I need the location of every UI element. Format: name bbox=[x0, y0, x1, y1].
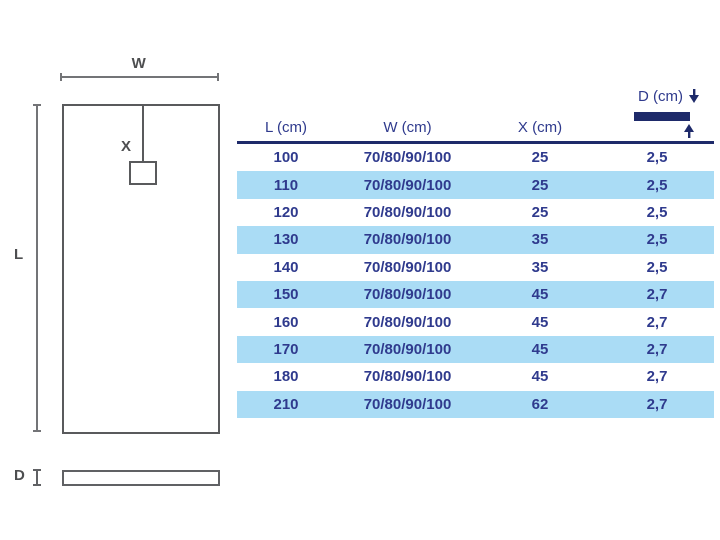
arrow-up-icon bbox=[684, 124, 694, 138]
cell-x: 45 bbox=[531, 286, 549, 304]
header-length: L (cm) bbox=[265, 119, 307, 136]
cell-x: 45 bbox=[531, 340, 549, 358]
depth-dimension-label: D bbox=[14, 467, 26, 484]
tray-top-view bbox=[62, 104, 220, 434]
length-tick-bottom bbox=[33, 430, 41, 432]
table-row: 170 70/80/90/100 45 2,7 bbox=[237, 335, 714, 364]
cell-x: 25 bbox=[531, 203, 549, 221]
cell-d: 2,7 bbox=[646, 368, 668, 386]
depth-dimension-tick bbox=[33, 469, 41, 486]
cell-w: 70/80/90/100 bbox=[363, 286, 452, 304]
width-tick-right bbox=[217, 73, 219, 81]
cell-d: 2,7 bbox=[646, 286, 668, 304]
cell-x: 35 bbox=[531, 258, 549, 276]
cell-w: 70/80/90/100 bbox=[363, 231, 452, 249]
drain-offset-line bbox=[142, 106, 144, 172]
length-dimension-line bbox=[36, 105, 38, 432]
table-row: 100 70/80/90/100 25 2,5 bbox=[237, 144, 714, 171]
cell-l: 110 bbox=[273, 176, 299, 194]
width-dimension-line bbox=[60, 76, 219, 78]
cell-w: 70/80/90/100 bbox=[363, 313, 452, 331]
cell-x: 45 bbox=[531, 313, 549, 331]
header-depth-spacer bbox=[600, 114, 714, 141]
header-underline bbox=[237, 141, 714, 144]
cell-l: 130 bbox=[273, 231, 299, 249]
tray-side-view bbox=[62, 470, 220, 486]
cell-l: 140 bbox=[273, 258, 299, 276]
cell-w: 70/80/90/100 bbox=[363, 176, 452, 194]
arrow-down-icon bbox=[689, 89, 699, 103]
depth-column-header: D (cm) bbox=[638, 88, 700, 105]
cell-w: 70/80/90/100 bbox=[363, 258, 452, 276]
cell-l: 210 bbox=[273, 395, 299, 413]
cell-x: 45 bbox=[531, 368, 549, 386]
header-width: W (cm) bbox=[383, 119, 432, 136]
table-row: 140 70/80/90/100 35 2,5 bbox=[237, 254, 714, 281]
header-drain-offset: X (cm) bbox=[517, 119, 563, 136]
cell-l: 170 bbox=[273, 340, 299, 358]
cell-w: 70/80/90/100 bbox=[363, 203, 452, 221]
cell-d: 2,5 bbox=[646, 258, 668, 276]
cell-d: 2,7 bbox=[646, 313, 668, 331]
cell-l: 120 bbox=[273, 203, 299, 221]
drain-offset-label: X bbox=[121, 138, 132, 155]
cell-x: 35 bbox=[531, 231, 549, 249]
length-dimension-label: L bbox=[14, 246, 24, 263]
cell-d: 2,5 bbox=[646, 176, 668, 194]
table-header-row: L (cm) W (cm) X (cm) bbox=[237, 114, 714, 141]
table-row: 210 70/80/90/100 62 2,7 bbox=[237, 390, 714, 418]
cell-w: 70/80/90/100 bbox=[363, 149, 452, 167]
cell-d: 2,5 bbox=[646, 203, 668, 221]
cell-d: 2,5 bbox=[646, 231, 668, 249]
depth-header-label: D (cm) bbox=[638, 88, 683, 105]
depth-bar-glyph bbox=[634, 112, 690, 121]
cell-d: 2,7 bbox=[646, 340, 668, 358]
table-row: 150 70/80/90/100 45 2,7 bbox=[237, 280, 714, 309]
cell-l: 100 bbox=[273, 149, 299, 167]
cell-x: 25 bbox=[531, 176, 549, 194]
table-row: 180 70/80/90/100 45 2,7 bbox=[237, 363, 714, 390]
dimensions-table: D (cm) L (cm) W (cm) X (cm) 100 70/8 bbox=[237, 88, 714, 420]
cell-l: 150 bbox=[273, 286, 299, 304]
length-tick-top bbox=[33, 104, 41, 106]
cell-l: 180 bbox=[273, 368, 299, 386]
cell-w: 70/80/90/100 bbox=[363, 395, 452, 413]
cell-l: 160 bbox=[273, 313, 299, 331]
table-body: 100 70/80/90/100 25 2,5 110 70/80/90/100… bbox=[237, 144, 714, 418]
cell-x: 62 bbox=[531, 395, 549, 413]
cell-d: 2,5 bbox=[646, 149, 668, 167]
drain-square bbox=[129, 161, 157, 185]
table-row: 120 70/80/90/100 25 2,5 bbox=[237, 199, 714, 226]
table-row: 160 70/80/90/100 45 2,7 bbox=[237, 308, 714, 335]
width-dimension-label: W bbox=[131, 55, 147, 72]
cell-w: 70/80/90/100 bbox=[363, 340, 452, 358]
width-tick-left bbox=[60, 73, 62, 81]
cell-x: 25 bbox=[531, 149, 549, 167]
table-row: 110 70/80/90/100 25 2,5 bbox=[237, 171, 714, 199]
cell-d: 2,7 bbox=[646, 395, 668, 413]
table-row: 130 70/80/90/100 35 2,5 bbox=[237, 226, 714, 254]
cell-w: 70/80/90/100 bbox=[363, 368, 452, 386]
